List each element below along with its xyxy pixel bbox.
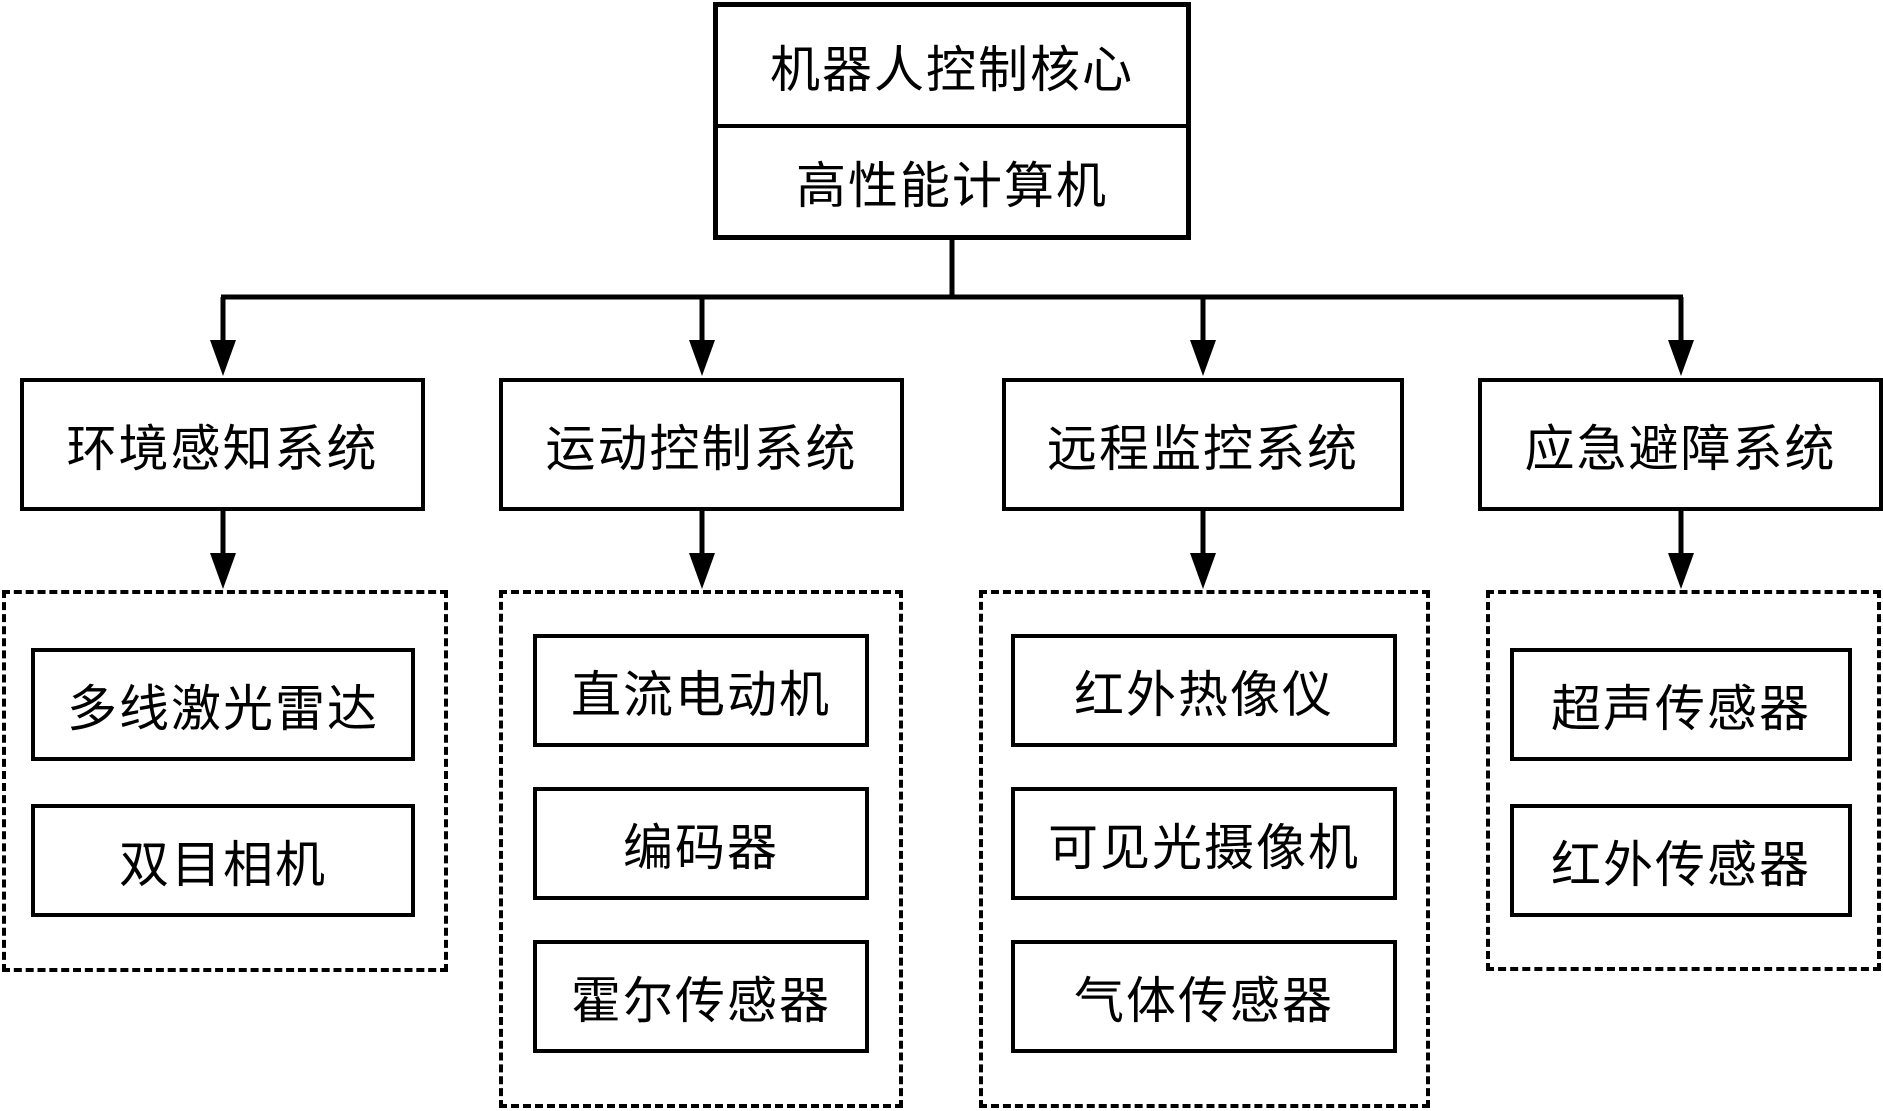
arrow-to-system-2 [689, 340, 715, 376]
component-ultrasonic-sensor: 超声传感器 [1510, 648, 1852, 761]
system-box-environment: 环境感知系统 [20, 378, 425, 511]
arrow-to-group-3 [1190, 553, 1216, 589]
component-encoder: 编码器 [533, 787, 869, 900]
component-visible-camera: 可见光摄像机 [1011, 787, 1397, 900]
core-subtitle: 高性能计算机 [796, 156, 1108, 215]
component-lidar: 多线激光雷达 [31, 648, 415, 761]
system-box-emergency: 应急避障系统 [1478, 378, 1883, 511]
component-group-motion [499, 590, 903, 1108]
arrow-to-system-4 [1668, 340, 1694, 376]
arrow-to-group-1 [210, 553, 236, 589]
system-box-remote-monitoring: 远程监控系统 [1002, 378, 1404, 511]
component-group-environment [2, 590, 448, 972]
arrow-to-group-2 [689, 553, 715, 589]
arrow-to-system-3 [1190, 340, 1216, 376]
component-group-emergency [1486, 590, 1881, 971]
component-stereo-camera: 双目相机 [31, 804, 415, 917]
arrow-to-group-4 [1668, 553, 1694, 589]
component-thermal-imager: 红外热像仪 [1011, 634, 1397, 747]
component-dc-motor: 直流电动机 [533, 634, 869, 747]
component-infrared-sensor: 红外传感器 [1510, 804, 1852, 917]
component-hall-sensor: 霍尔传感器 [533, 940, 869, 1053]
arrow-to-system-1 [210, 340, 236, 376]
system-box-motion: 运动控制系统 [499, 378, 904, 511]
control-core-box: 机器人控制核心 高性能计算机 [713, 2, 1191, 240]
core-title: 机器人控制核心 [718, 7, 1186, 128]
component-group-remote-monitoring [979, 590, 1430, 1108]
component-gas-sensor: 气体传感器 [1011, 940, 1397, 1053]
